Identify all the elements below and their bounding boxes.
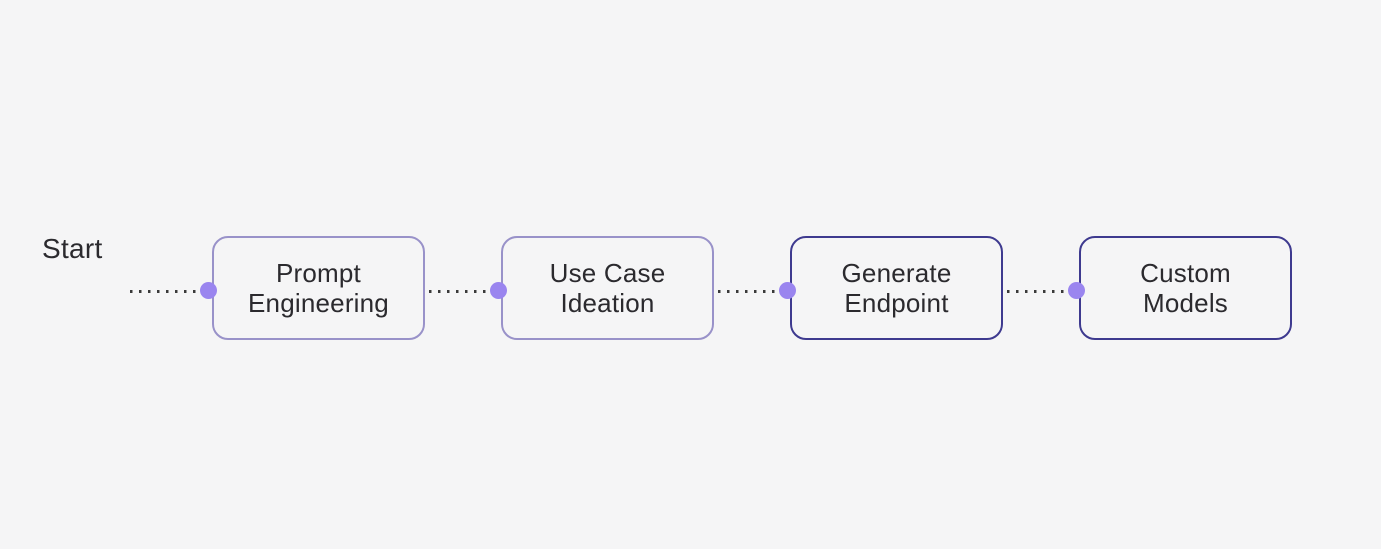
node-label-line: Engineering <box>248 288 389 318</box>
node-label-line: Prompt <box>275 258 361 288</box>
flow-node-use-case-ideation: Use Case Ideation <box>501 236 714 340</box>
connector-dot-icon <box>779 282 796 299</box>
connector-dotted-line <box>429 290 495 293</box>
flow-node-custom-models: Custom Models <box>1079 236 1292 340</box>
node-label-line: Endpoint <box>844 288 949 318</box>
connector-dotted-line <box>1007 290 1073 293</box>
connector-dot-icon <box>200 282 217 299</box>
node-label-line: Models <box>1142 288 1228 318</box>
node-label-line: Ideation <box>560 288 655 318</box>
connector-dot-icon <box>490 282 507 299</box>
flow-node-generate-endpoint: Generate Endpoint <box>790 236 1003 340</box>
node-label-line: Use Case <box>549 258 666 288</box>
start-label: Start <box>42 233 103 264</box>
connector-dotted-line <box>718 290 784 293</box>
flow-node-prompt-engineering: Prompt Engineering <box>212 236 425 340</box>
node-label-line: Custom <box>1140 258 1231 288</box>
connector-dot-icon <box>1068 282 1085 299</box>
connector-dotted-line <box>130 290 206 293</box>
node-label-line: Generate <box>841 258 952 288</box>
